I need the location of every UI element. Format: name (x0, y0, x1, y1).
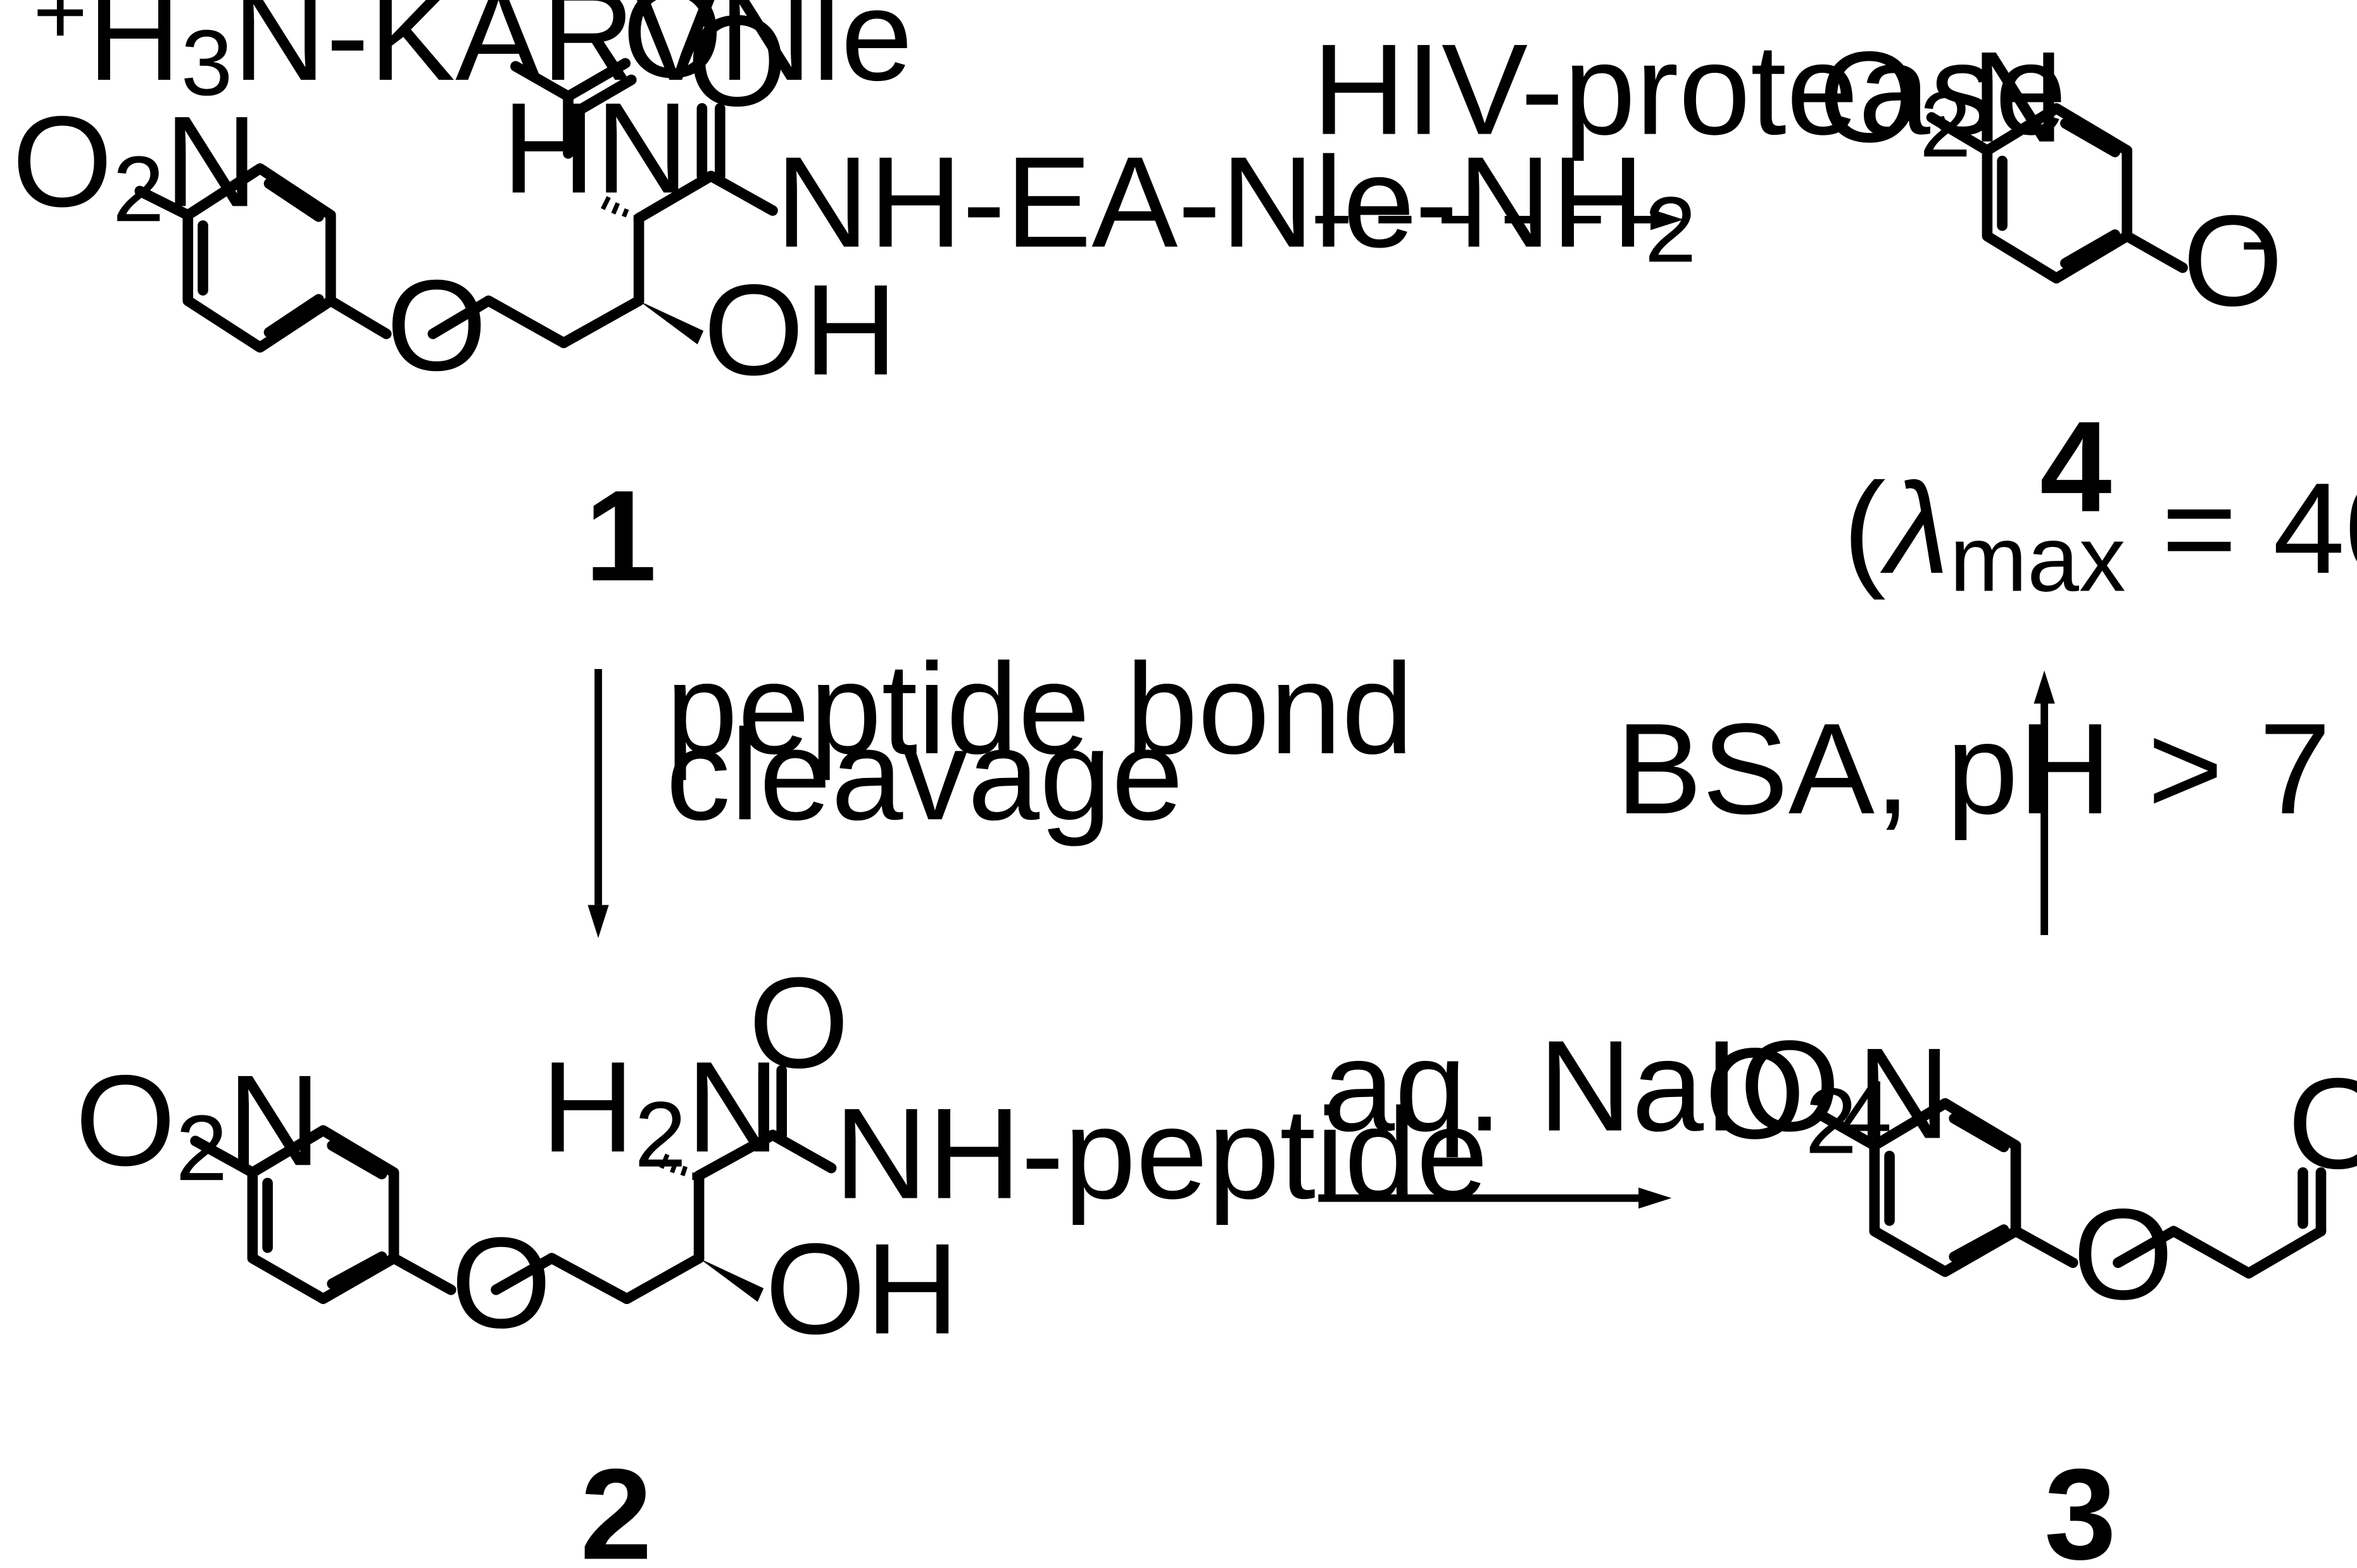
compound-1-number: 1 (585, 464, 657, 608)
compound-4-phenolate-o: O (2183, 189, 2284, 333)
compound-1-hashed-wedge (600, 196, 638, 222)
compound-2: O2N O OH H2N O NH-peptide 2 (75, 951, 1488, 1568)
compound-2-bold-wedge (699, 1258, 764, 1302)
bsa-arrow: BSA, pH > 7 (1616, 670, 2331, 936)
compound-4-lambda-max: (λmax = 405 nm) (1843, 456, 2357, 611)
compound-3-aldehyde-o: O (2288, 1051, 2357, 1196)
compound-2-number: 2 (581, 1442, 653, 1568)
compound-2-nitro: O2N (75, 1048, 321, 1200)
cleavage-arrow: peptide bond cleavage (588, 637, 1414, 938)
compound-1-carbonyl-o: O (622, 0, 723, 104)
compound-3-nitro: O2N (1705, 1022, 1951, 1174)
compound-1-amide-o: O (687, 0, 788, 133)
bsa-label: BSA, pH > 7 (1616, 697, 2330, 841)
naio4-arrow: aq. NaIO4 (1318, 1014, 1892, 1209)
hiv-protease-arrow: HIV-protease (1312, 18, 2067, 230)
cleavage-label-line1: peptide bond (666, 637, 1414, 781)
compound-4-charge: - (2240, 187, 2271, 291)
compound-2-oh: OH (765, 1217, 959, 1361)
compound-2-ether-o: O (451, 1211, 551, 1355)
compound-2-amide-o: O (748, 951, 849, 1095)
compound-1-bold-wedge (639, 301, 704, 344)
compound-4-bonds (1926, 103, 2188, 284)
compound-3-number: 3 (2044, 1442, 2116, 1568)
compound-2-bonds (190, 1065, 837, 1305)
compound-3-bonds (1813, 1098, 2327, 1279)
compound-1: O2N O OH HN O NH-EA-Nle-NH2 +H3N-KARVNle… (12, 0, 1697, 608)
cleavage-label-line2: cleavage (666, 703, 1183, 847)
compound-4-number: 4 (2040, 395, 2112, 539)
compound-4-nitro: O2N (1819, 25, 2065, 177)
compound-1-oh: OH (703, 258, 897, 402)
compound-1-nitro: O2N (12, 90, 258, 242)
compound-2-nh-peptide: NH-peptide (834, 1082, 1488, 1226)
naio4-label: aq. NaIO4 (1323, 1014, 1892, 1166)
compound-1-nh-chain: NH-EA-Nle-NH2 (776, 130, 1696, 282)
compound-2-hashed-wedge (659, 1153, 697, 1181)
hiv-protease-label: HIV-protease (1312, 18, 2067, 162)
compound-1-hn: HN (502, 76, 689, 220)
compound-2-h2n: H2N (541, 1035, 780, 1187)
compound-4: O2N O - 4 (λmax = 405 nm) (1819, 25, 2357, 611)
compound-1-h3n-chain: +H3N-KARVNle (33, 0, 913, 115)
compound-3: O2N O O 3 (1705, 1022, 2357, 1568)
compound-3-ether-o: O (2073, 1182, 2173, 1327)
compound-1-bonds (134, 58, 778, 353)
compound-1-ether-o: O (386, 253, 487, 398)
